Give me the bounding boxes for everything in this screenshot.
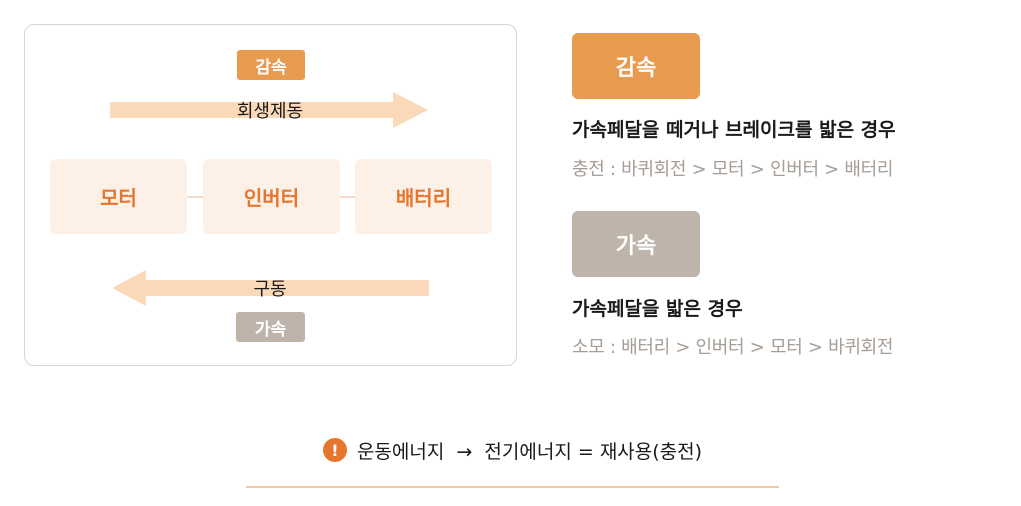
decel-badge: 감속 — [237, 50, 305, 80]
energy-note: ! 운동에너지 → 전기에너지 = 재사용(충전) — [246, 436, 779, 464]
drive-arrow-label: 구동 — [253, 279, 287, 300]
exclamation-icon: ! — [322, 438, 347, 462]
decel-title: 가속페달을 떼거나 브레이크를 밟은 경우 — [572, 119, 896, 141]
node-battery: 배터리 — [355, 159, 492, 234]
node-inverter: 인버터 — [203, 159, 340, 234]
connector-inverter-battery — [339, 196, 355, 198]
accel-flow: 소모 : 배터리 > 인버터 > 모터 > 바퀴회전 — [572, 337, 894, 358]
note-underline — [246, 486, 779, 488]
accel-title: 가속페달을 밟은 경우 — [572, 298, 743, 320]
decel-card: 감속 — [572, 33, 700, 99]
decel-flow: 충전 : 바퀴회전 > 모터 > 인버터 > 배터리 — [572, 159, 894, 180]
drive-arrow — [112, 270, 429, 306]
connector-motor-inverter — [187, 196, 203, 198]
regen-arrow-label: 회생제동 — [236, 101, 304, 122]
accel-badge: 가속 — [236, 312, 305, 342]
note-text: 운동에너지 → 전기에너지 = 재사용(충전) — [356, 440, 703, 463]
node-motor: 모터 — [50, 159, 187, 234]
accel-card: 가속 — [572, 211, 700, 277]
regen-arrow — [110, 92, 428, 128]
